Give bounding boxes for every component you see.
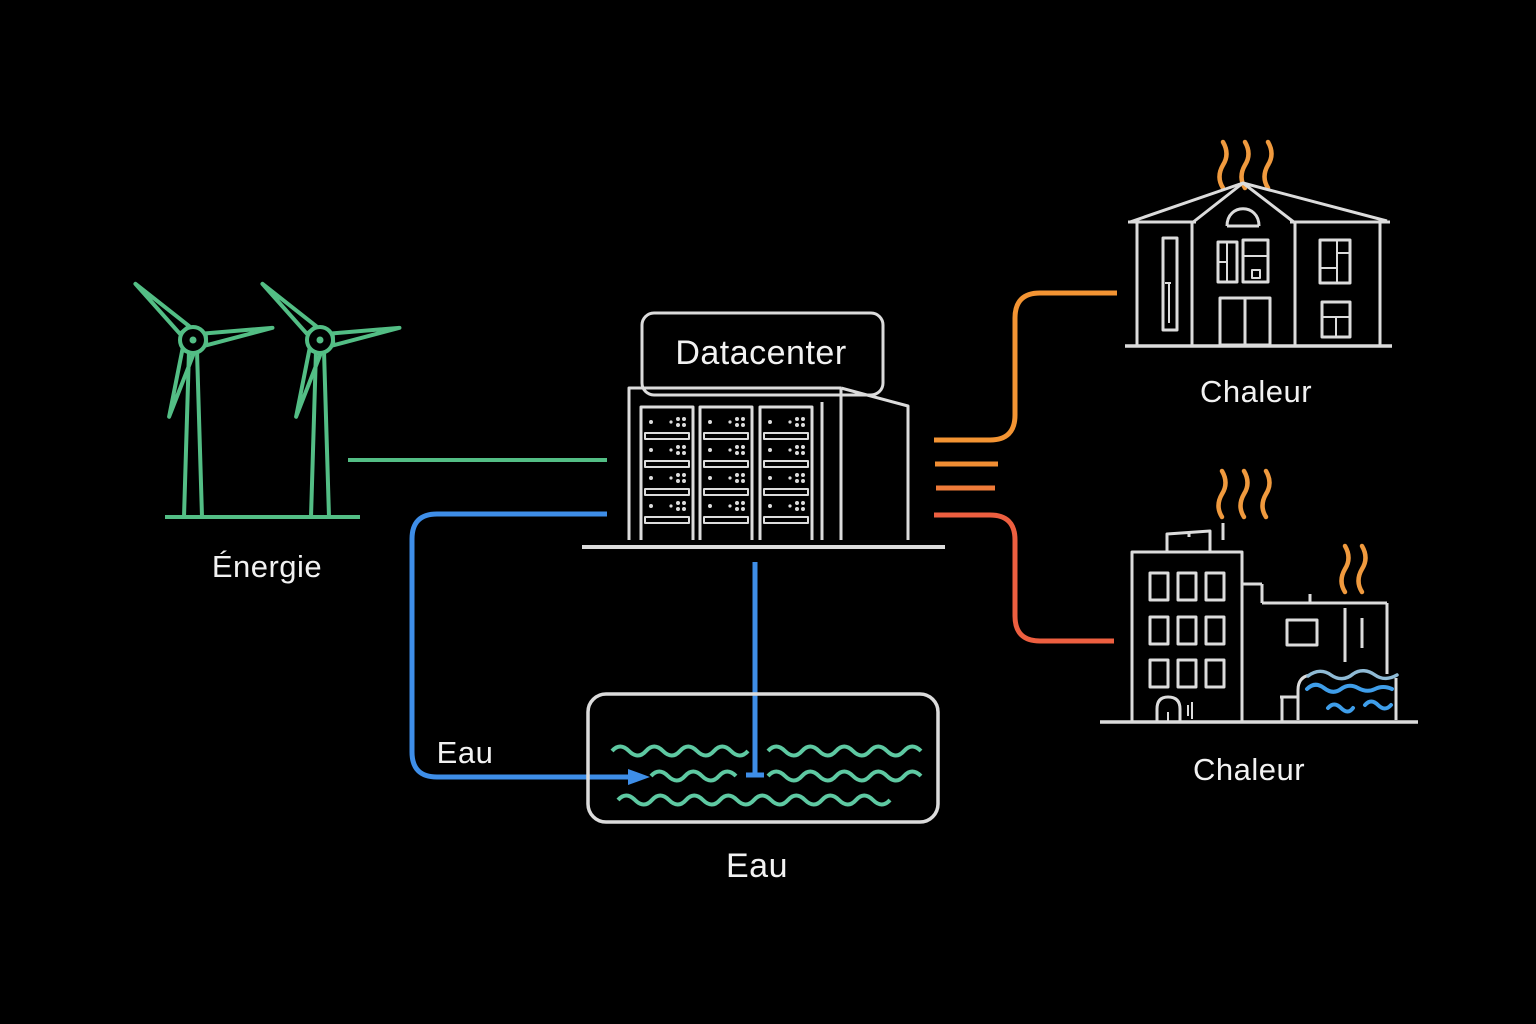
- datacenter-label: Datacenter: [675, 334, 846, 372]
- datacenter-side-face: [840, 386, 910, 540]
- server-rack: [700, 407, 752, 540]
- annex-step: [1280, 695, 1297, 722]
- water-pipe-label: Eau: [437, 735, 494, 770]
- house-gable: [1191, 181, 1296, 225]
- annex-roofline: [1242, 582, 1389, 674]
- pool-wave-main: [1305, 682, 1394, 694]
- annex-window: [1285, 618, 1319, 647]
- water-tank-outline: [586, 692, 940, 824]
- tower-roof-box: [1165, 529, 1212, 552]
- house-icon: [1125, 142, 1392, 348]
- pool-left-wall: [1296, 673, 1311, 720]
- tower-arch-door: [1155, 695, 1182, 722]
- heat-pipe-to-building: [934, 512, 1114, 644]
- datacenter-icon: [582, 311, 945, 549]
- apartment-building-icon: [1100, 471, 1418, 724]
- pool-wave-small-2: [1363, 699, 1393, 711]
- datacenter-sign-plate: [640, 311, 885, 397]
- water-pipe-loop: [409, 511, 650, 785]
- datacenter-front-face: [627, 386, 843, 540]
- energy-label: Énergie: [212, 549, 322, 584]
- water-tank-label: Eau: [726, 847, 788, 885]
- pool-top-edge: [1306, 669, 1399, 681]
- water-waves-icon: [610, 744, 923, 807]
- house-roof: [1129, 181, 1388, 224]
- heat-pipe-to-house: [934, 290, 1117, 443]
- pool-wave-small-1: [1326, 702, 1355, 714]
- water-pipe-vertical: [746, 562, 764, 778]
- house-arch-window: [1225, 207, 1261, 228]
- annex-pipes: [1308, 594, 1364, 662]
- house-walls: [1135, 222, 1382, 345]
- pipe-arrowhead: [628, 769, 650, 785]
- building-heat-label: Chaleur: [1193, 752, 1305, 787]
- server-rack: [641, 407, 693, 540]
- wind-turbines-icon: [133, 272, 403, 519]
- server-rack: [760, 407, 812, 540]
- house-heat-label: Chaleur: [1200, 374, 1312, 409]
